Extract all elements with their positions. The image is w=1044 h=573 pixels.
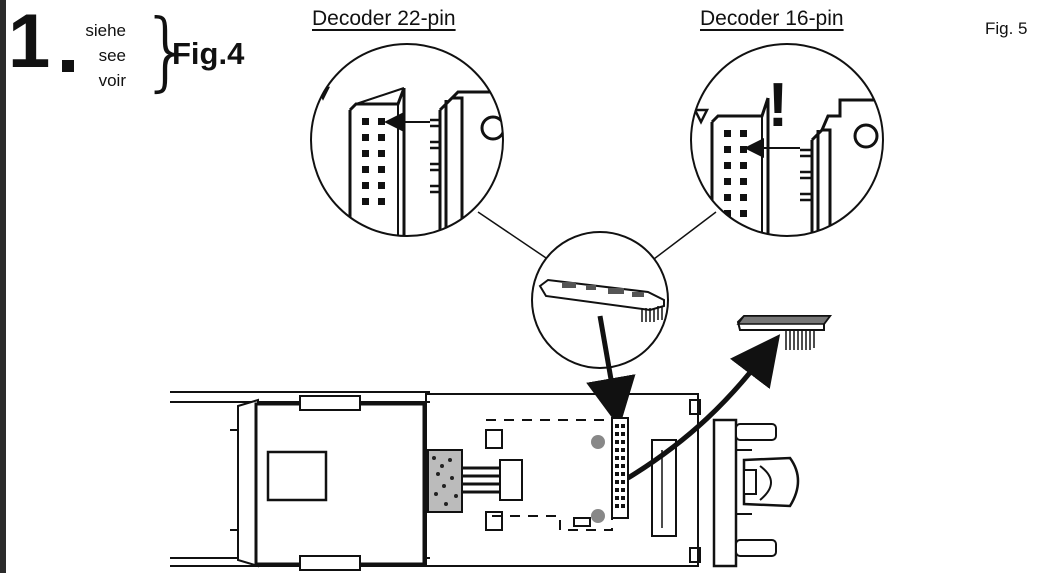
interface-socket-pins [615,424,625,508]
margin-rule [0,0,6,573]
step-number: 1 [8,0,50,84]
magnifier-22-pin [310,43,504,237]
interface-board [485,417,677,537]
socket-16-pins [724,130,747,217]
insert-arrow [586,315,636,428]
locomotive-cab [237,395,426,571]
magnifier-16-pin [690,43,884,237]
bridge-plug [736,315,832,350]
step-ref-english: see [98,46,126,65]
coupler-assembly [712,418,800,568]
remove-arrow [626,334,781,481]
magnifier-decoder-board [531,231,669,369]
figure-reference: Fig.4 [172,36,245,71]
step-number-dot [62,60,74,72]
warning-mark: ! [768,71,789,140]
socket-22-pins [362,118,385,205]
magnifier-connectors [477,211,717,263]
decoder-22-pin-label: Decoder 22-pin [312,7,456,30]
step-ref-german: siehe [85,21,126,40]
figure-label: Fig. 5 [985,19,1028,38]
wire-harness [427,449,523,513]
decoder-16-pin-label: Decoder 16-pin [700,7,844,30]
step-ref-french: voir [98,71,126,90]
brace-icon: } [140,1,195,101]
